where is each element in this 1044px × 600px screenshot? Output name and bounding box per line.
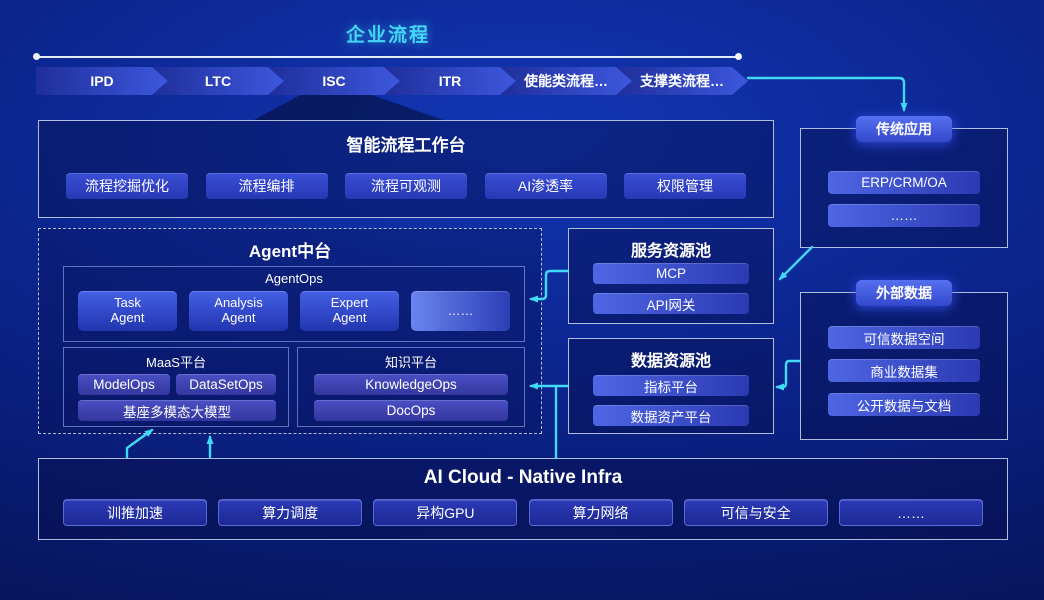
arrow-external-to-data-pool (775, 359, 802, 391)
chip-process-orchestration: 流程编排 (205, 173, 328, 199)
knowledge-box: 知识平台 KnowledgeOps DocOps (297, 347, 525, 427)
external-data-badge: 外部数据 (856, 280, 952, 306)
arrow-legacy-to-service-pool (778, 245, 814, 281)
chip-docops: DocOps (314, 400, 508, 421)
agentops-box: AgentOps Task Agent Analysis Agent Exper… (63, 266, 525, 342)
chip-foundation-model: 基座多模态大模型 (78, 400, 276, 421)
chip-ai-penetration: AI渗透率 (484, 173, 607, 199)
maas-box: MaaS平台 ModelOps DataSetOps 基座多模态大模型 (63, 347, 289, 427)
chip-legacy-more: …… (828, 204, 980, 227)
line-dot-right (735, 53, 742, 60)
process-stage-supporting: 支撑类流程… (616, 67, 748, 95)
process-stage-ltc: LTC (152, 67, 284, 95)
chip-erp-crm-oa: ERP/CRM/OA (828, 171, 980, 194)
chip-metrics-platform: 指标平台 (593, 375, 749, 396)
process-stage-enabling: 使能类流程… (500, 67, 632, 95)
agentops-label: AgentOps (265, 271, 323, 286)
chip-permission-mgmt: 权限管理 (624, 173, 746, 199)
external-data-panel: 外部数据 可信数据空间 商业数据集 公开数据与文档 (800, 280, 1008, 440)
chip-compute-network: 算力网络 (528, 499, 673, 526)
workbench-title: 智能流程工作台 (346, 136, 466, 155)
chip-heterogeneous-gpu: 异构GPU (373, 499, 518, 526)
chip-datasetops: DataSetOps (176, 374, 276, 395)
workbench-panel: 智能流程工作台 流程挖掘优化 流程编排 流程可观测 AI渗透率 权限管理 (38, 120, 774, 218)
chip-training-acceleration: 训推加速 (63, 499, 207, 526)
infra-title: AI Cloud - Native Infra (423, 467, 623, 488)
chip-compute-scheduling: 算力调度 (218, 499, 363, 526)
chip-trusted-data-space: 可信数据空间 (828, 326, 980, 349)
legacy-apps-badge: 传统应用 (856, 116, 952, 142)
data-pool-title: 数据资源池 (630, 353, 711, 370)
legacy-apps-panel: 传统应用 ERP/CRM/OA …… (800, 116, 1008, 248)
service-pool-panel: 服务资源池 MCP API网关 (568, 228, 774, 324)
agent-button-row: Task Agent Analysis Agent Expert Agent …… (78, 291, 510, 331)
analysis-agent-button: Analysis Agent (189, 291, 288, 331)
chip-infra-more: …… (838, 499, 983, 526)
chip-knowledgeops: KnowledgeOps (314, 374, 508, 395)
arrow-infra-to-foundation-model (125, 428, 154, 459)
chip-commercial-datasets: 商业数据集 (828, 359, 980, 382)
knowledge-label: 知识平台 (384, 355, 437, 370)
arrow-flow-to-legacy (746, 76, 908, 112)
chip-trust-security: 可信与安全 (683, 499, 828, 526)
process-to-workbench-funnel (252, 95, 446, 121)
line-dot-left (33, 53, 40, 60)
service-pool-title: 服务资源池 (630, 243, 711, 260)
process-stage-isc: ISC (268, 67, 400, 95)
agent-platform-title: Agent中台 (248, 242, 332, 261)
chip-process-observability: 流程可观测 (345, 173, 467, 199)
process-stage-itr: ITR (384, 67, 516, 95)
expert-agent-button: Expert Agent (300, 291, 399, 331)
infra-chip-row: 训推加速 算力调度 异构GPU 算力网络 可信与安全 …… (39, 499, 1007, 526)
chip-api-gateway: API网关 (593, 293, 749, 314)
chip-public-data-docs: 公开数据与文档 (828, 393, 980, 416)
enterprise-process-title: 企业流程 (345, 25, 430, 46)
chip-modelops: ModelOps (78, 374, 170, 395)
more-agents-button: …… (411, 291, 510, 331)
chip-mcp: MCP (593, 263, 749, 284)
chip-data-asset-platform: 数据资产平台 (593, 405, 749, 426)
process-underline (37, 56, 738, 58)
workbench-chip-row: 流程挖掘优化 流程编排 流程可观测 AI渗透率 权限管理 (39, 173, 773, 199)
chip-process-mining: 流程挖掘优化 (66, 173, 188, 199)
process-stage-ipd: IPD (36, 67, 168, 95)
maas-label: MaaS平台 (146, 355, 206, 370)
data-pool-panel: 数据资源池 指标平台 数据资产平台 (568, 338, 774, 434)
infra-panel: AI Cloud - Native Infra 训推加速 算力调度 异构GPU … (38, 458, 1008, 540)
task-agent-button: Task Agent (78, 291, 177, 331)
agent-platform-panel: Agent中台 AgentOps Task Agent Analysis Age… (38, 228, 542, 434)
